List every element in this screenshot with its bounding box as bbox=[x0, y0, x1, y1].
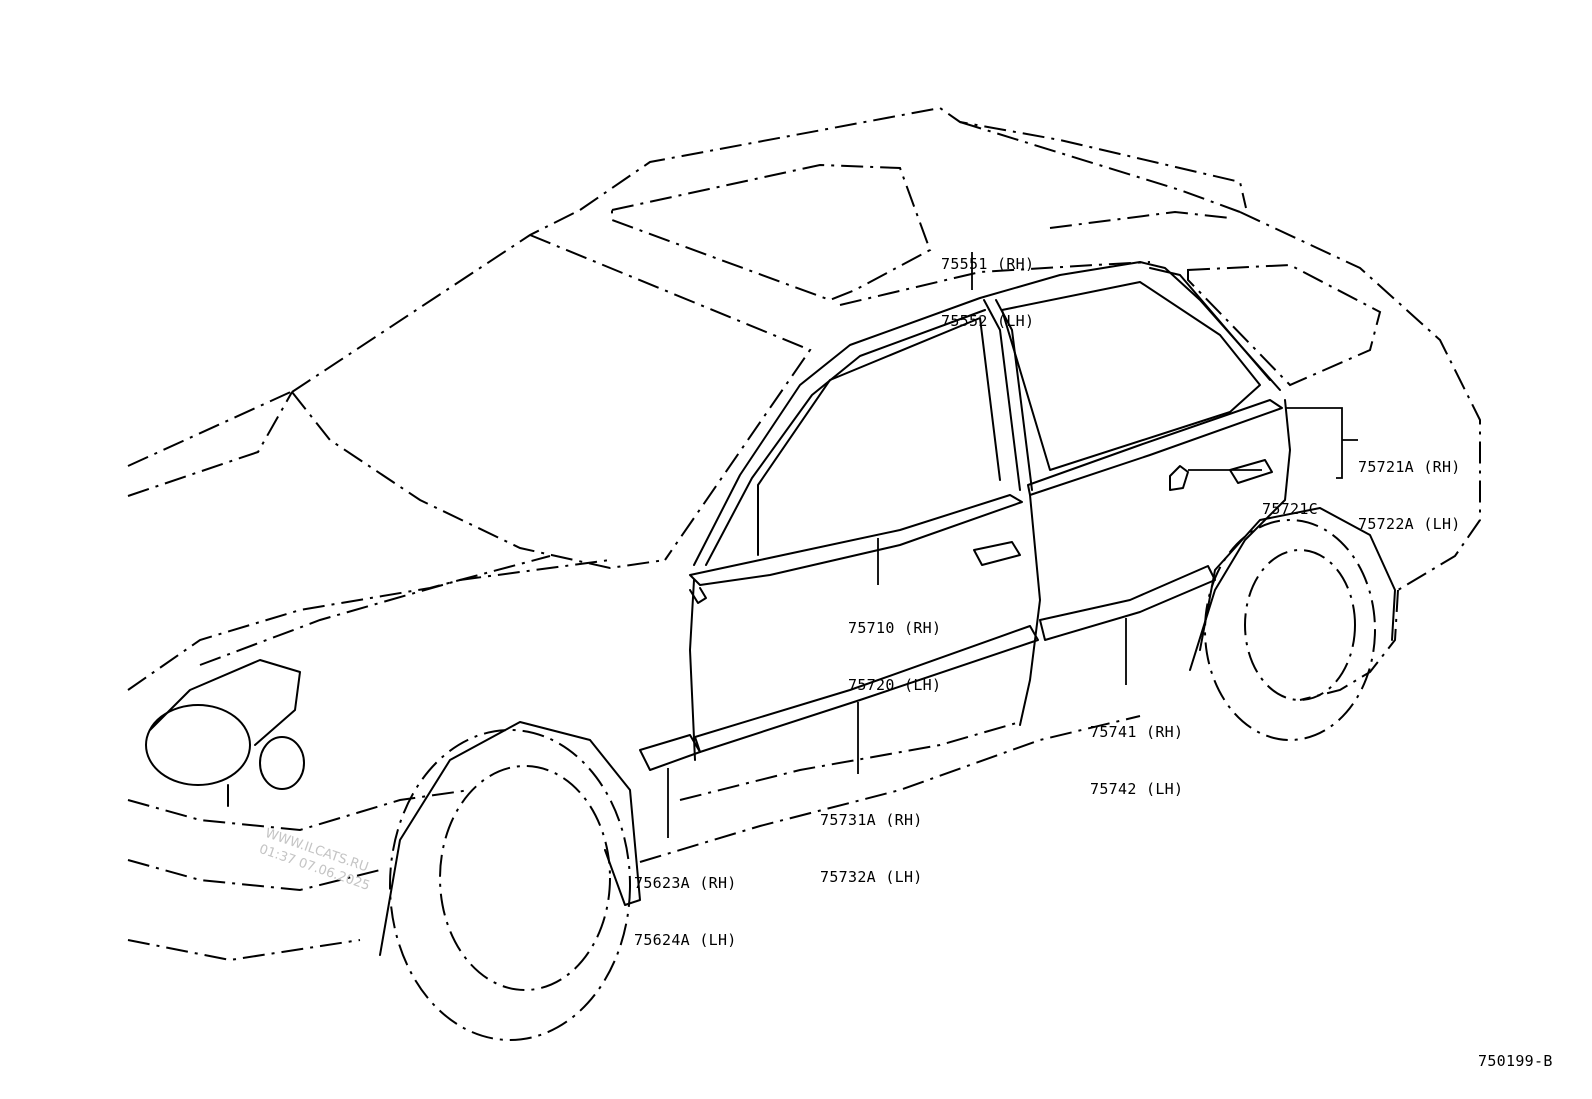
front-door-edge bbox=[689, 579, 696, 761]
rear-spoiler bbox=[1049, 210, 1231, 229]
callout-front-door-belt: 75710 (RH) 75720 (LH) bbox=[848, 581, 941, 714]
hood-left-edge-lower bbox=[127, 391, 293, 497]
callout-rear-door-belt-rh: 75721A (RH) bbox=[1358, 458, 1461, 476]
callout-fender-side-rh: 75623A (RH) bbox=[634, 874, 737, 892]
fog-light bbox=[259, 736, 305, 790]
door-clip-75721c bbox=[1169, 465, 1189, 491]
headlight bbox=[145, 704, 251, 786]
rear-wheel-arch bbox=[1199, 507, 1396, 651]
front-belt-moulding bbox=[689, 494, 1023, 586]
front-door-frame-inner bbox=[705, 309, 986, 566]
rear-window-glass bbox=[1001, 281, 1261, 471]
front-wheel-arch bbox=[379, 721, 641, 956]
callout-front-door-belt-lh: 75720 (LH) bbox=[848, 676, 942, 694]
roof-rail bbox=[839, 261, 1151, 306]
rear-window-frame bbox=[1149, 267, 1271, 381]
front-belt-clip bbox=[689, 587, 707, 604]
windshield-right bbox=[529, 234, 812, 561]
diagram-code: 750199-B bbox=[1478, 1052, 1553, 1070]
callout-rear-clip: 75721C bbox=[1262, 462, 1318, 538]
callout-roof: 75551 (RH) 75552 (LH) bbox=[941, 217, 1034, 350]
callout-front-door-side: 75731A (RH) 75732A (LH) bbox=[820, 773, 923, 906]
front-door-frame bbox=[693, 261, 1281, 566]
hood-crease bbox=[127, 555, 551, 691]
front-wheel bbox=[389, 729, 631, 1041]
fender-top bbox=[199, 559, 611, 666]
leader-rear-belt bbox=[1285, 407, 1358, 479]
rear-quarter-top bbox=[1239, 211, 1481, 591]
front-door-handle bbox=[973, 541, 1021, 566]
rear-bumper bbox=[1299, 589, 1399, 701]
rear-belt-moulding bbox=[1027, 399, 1283, 496]
callout-rear-door-belt-lh: 75722A (LH) bbox=[1358, 515, 1461, 533]
rear-window bbox=[1187, 263, 1382, 387]
callout-rear-door-side-lh: 75742 (LH) bbox=[1090, 780, 1184, 798]
door-split bbox=[1019, 494, 1041, 726]
callout-fender-side-lh: 75624A (LH) bbox=[634, 931, 737, 949]
callout-roof-rh: 75551 (RH) bbox=[941, 255, 1035, 273]
callout-roof-lh: 75552 (LH) bbox=[941, 312, 1035, 330]
callout-fender-side: 75623A (RH) 75624A (LH) bbox=[634, 836, 737, 969]
hood-left-edge bbox=[127, 389, 296, 467]
headlight-housing bbox=[149, 659, 301, 746]
front-lower bbox=[127, 859, 381, 892]
callout-rear-door-belt: 75721A (RH) 75722A (LH) bbox=[1358, 420, 1461, 553]
front-window bbox=[757, 317, 1001, 556]
roof-rear-edge bbox=[959, 121, 1241, 213]
sunroof bbox=[611, 163, 932, 302]
rear-wheel bbox=[1204, 519, 1376, 741]
rear-door-edge bbox=[1189, 399, 1291, 671]
callout-rear-door-side-rh: 75741 (RH) bbox=[1090, 723, 1184, 741]
front-chin bbox=[127, 939, 361, 962]
b-pillar bbox=[983, 299, 1021, 491]
front-bumper bbox=[127, 789, 471, 832]
front-wheel-hub bbox=[439, 765, 611, 991]
callout-front-door-side-lh: 75732A (LH) bbox=[820, 868, 923, 886]
fender-moulding bbox=[639, 734, 701, 771]
rear-wheel-hub bbox=[1244, 549, 1356, 701]
callout-rear-door-side: 75741 (RH) 75742 (LH) bbox=[1090, 685, 1183, 818]
callout-front-door-side-rh: 75731A (RH) bbox=[820, 811, 923, 829]
callout-rear-clip-code: 75721C bbox=[1262, 500, 1318, 518]
callout-front-door-belt-rh: 75710 (RH) bbox=[848, 619, 942, 637]
windshield-bottom bbox=[291, 391, 666, 570]
rear-side-moulding bbox=[1039, 565, 1216, 641]
rear-door-handle bbox=[1229, 459, 1273, 484]
rocker-panel bbox=[639, 715, 1141, 863]
